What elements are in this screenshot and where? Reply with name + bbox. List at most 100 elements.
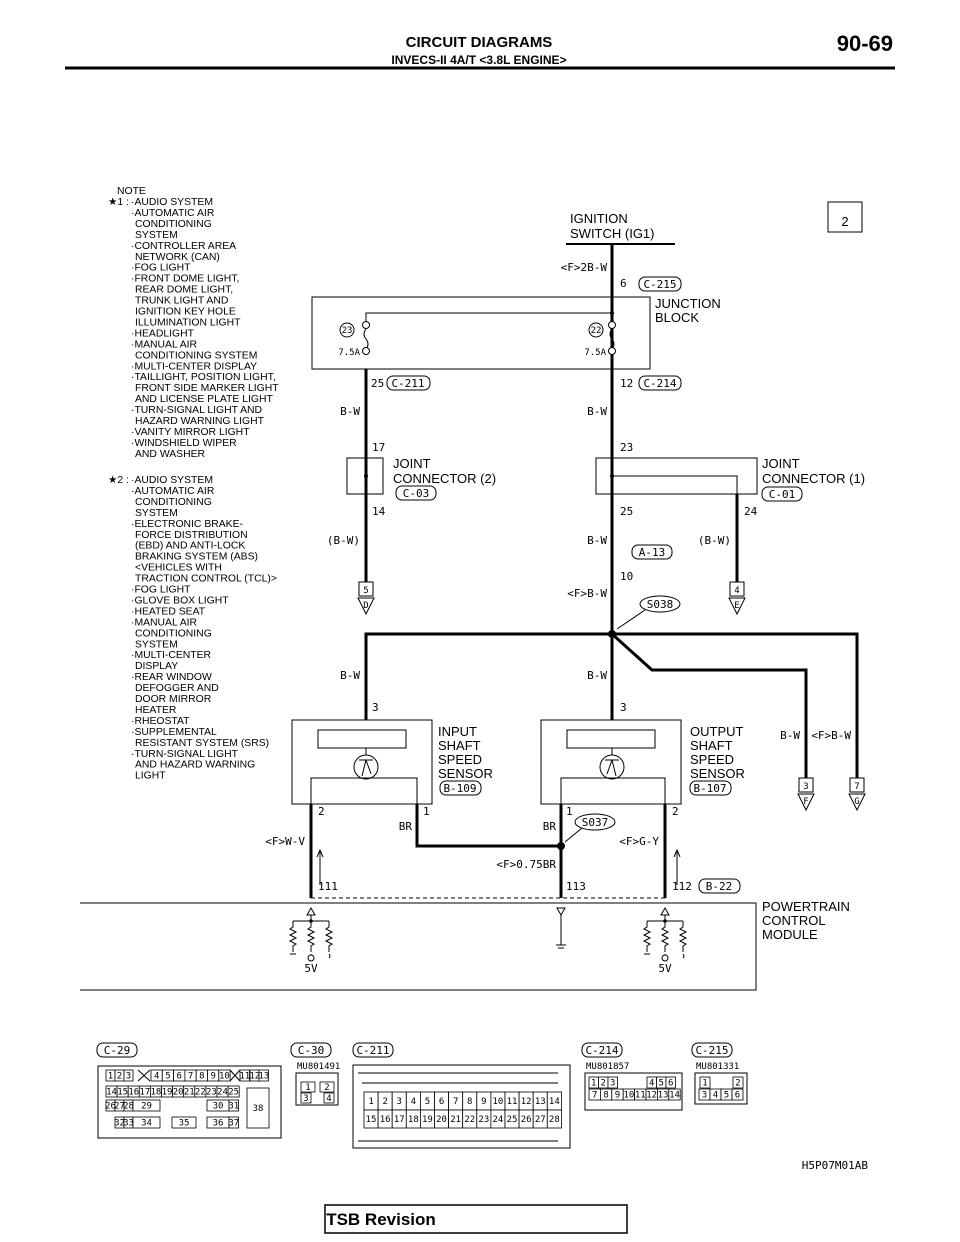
connector-ref-c214 [638,375,682,391]
note-line: TRUNK LIGHT AND [135,296,228,307]
connector-pin-cell [319,1081,335,1093]
wire-label-br075: <F>0.75BR [496,858,556,871]
connector-pin-cell [228,1099,239,1112]
connector-pin-number: 6 [735,1091,740,1101]
wire-label-bw-paren-right: (B-W) [698,534,731,547]
pcm-label-3: MODULE [762,927,818,942]
connector-pin-number: 9 [481,1097,486,1107]
connector-pin-number: 1 [702,1079,707,1089]
fuse-22-rating: 7.5A [584,348,606,358]
wire-br-input [415,804,561,848]
note-line: ·ELECTRONIC BRAKE- [131,519,243,530]
note-line: CONDITIONING [135,628,212,639]
connector-pin-cell [227,1085,240,1098]
note-line: ILLUMINATION LIGHT [135,317,241,328]
connector-pin-number: 3 [702,1091,707,1101]
footer-label: TSB Revision [326,1210,436,1229]
pin-out-2: 2 [672,805,679,818]
off-page-letter: E [734,601,739,611]
connector-pin-number: 21 [184,1088,195,1098]
supply-voltage-right: 5V [658,962,672,975]
note-line: CONDITIONING SYSTEM [135,350,257,361]
output-sensor-label-3: SPEED [690,752,734,767]
connector-ref-c215-label: C-215 [643,278,676,291]
ignition-switch-label-2: SWITCH (IG1) [570,226,655,241]
splice-dot-s037 [557,842,565,850]
connector-pin-number: 11 [635,1091,646,1101]
pin-pcm-112: 112 [672,880,692,893]
pin-jc2-14: 14 [372,505,386,518]
note-line: LIGHT [135,771,166,782]
note-line: SYSTEM [135,230,178,241]
pcm-input-circuits [288,906,688,962]
junction-block-bus [365,312,612,321]
node-dot [663,919,667,923]
connector-title-pill [352,1042,394,1058]
connector-pin-number: 6 [668,1079,673,1089]
connector-pin-number: 4 [411,1097,416,1107]
note-line: (EBD) AND ANTI-LOCK [135,541,245,552]
connector-pin-number: 32 [114,1119,125,1129]
pin-jc2-17: 17 [372,441,385,454]
note-line: HAZARD WARNING LIGHT [135,416,265,427]
junction-block-label-1: JUNCTION [655,296,721,311]
pin-jc1-24: 24 [744,505,758,518]
note-line: AND HAZARD WARNING [135,760,255,771]
connector-pin-number: 33 [123,1119,134,1129]
wire-label-bw-f: B-W [780,729,800,742]
junction-block [311,296,651,370]
splice-dot-s038 [608,630,616,638]
note-line: ·CONTROLLER AREA [131,241,236,252]
connector-pin-number: 3 [303,1094,308,1104]
connector-pin-number: 16 [128,1088,139,1098]
connector-pin-cell [228,1116,239,1129]
connector-pin-cell [665,1076,676,1089]
connector-pin-number: 13 [535,1097,546,1107]
pull-up-resistor-network [642,906,688,959]
diagram-number: 2 [841,214,848,229]
connector-ref-c211-label: C-211 [391,377,424,390]
wire-label-fbw-g: <F>B-W [811,729,851,742]
connector-pin-cell [607,1076,618,1089]
input-shaft-speed-sensor [291,719,433,805]
connector-pin-number: 14 [669,1091,680,1101]
voltage-source-icon [661,954,669,962]
ignition-switch-label-1: IGNITION [570,211,628,226]
pin-jc1-23: 23 [620,441,633,454]
connector-pin-number: 7 [453,1097,458,1107]
connector-ref-b109 [439,780,482,796]
note-line: IGNITION KEY HOLE [135,307,236,318]
connector-pin-number: 29 [141,1102,152,1112]
connector-ref-b107-label: B-107 [693,782,726,795]
pin-pcm-111: 111 [318,880,338,893]
connector-title-pill [96,1042,138,1058]
connector-title-pill [691,1042,733,1058]
note-line: ·AUDIO SYSTEM [131,475,213,486]
input-sensor-label-4: SENSOR [438,766,493,781]
connector-pin-number: 5 [724,1091,729,1101]
connector-pin-number: 13 [658,1091,669,1101]
connector-pin-cell [246,1087,270,1129]
pin-in-1: 1 [423,805,430,818]
page-subtitle: INVECS-II 4A/T <3.8L ENGINE> [391,53,566,67]
connector-pin-number: 8 [467,1097,472,1107]
fuse-22-number: 22 [591,326,602,336]
connector-title-pill [581,1042,623,1058]
off-page-letter: F [803,797,808,807]
pin-in-3: 3 [372,701,379,714]
connector-pin-number: 8 [603,1091,608,1101]
connector-pin-number: 2 [601,1079,606,1089]
note-star2-marker: ★2 : [108,475,129,486]
connector-pin-number: 36 [213,1119,224,1129]
note-line: ·TURN-SIGNAL LIGHT [131,749,239,760]
connector-ref-b109-label: B-109 [443,782,476,795]
fuse-23-rating: 7.5A [338,348,360,358]
connector-pin-number: 27 [535,1115,546,1125]
note-line: ·REAR WINDOW [131,672,212,683]
connector-part-number: MU801857 [586,1062,629,1072]
wire-label-gy: <F>G-Y [619,835,659,848]
connector-pin-number: 10 [623,1091,634,1101]
connector-pin-number: 22 [195,1088,206,1098]
wire-label-br-output: BR [543,820,557,833]
connector-pin-cell [731,1088,744,1101]
